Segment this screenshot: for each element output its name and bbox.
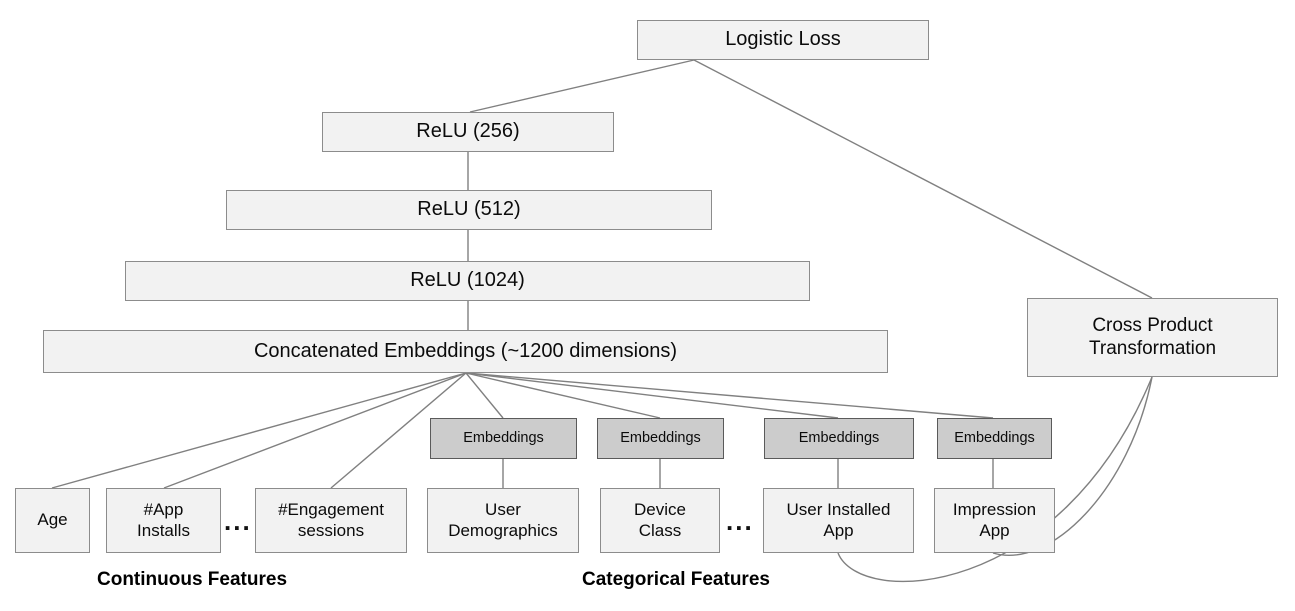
node-cross-product-line2: Transformation bbox=[1088, 337, 1217, 359]
edge-concat-to-age bbox=[51, 372, 467, 489]
node-feature-app-installs-line1: #App bbox=[143, 500, 184, 520]
node-relu-512[interactable]: ReLU (512) bbox=[226, 190, 712, 230]
node-relu-256[interactable]: ReLU (256) bbox=[322, 112, 614, 152]
node-feature-user-demographics[interactable]: User Demographics bbox=[427, 488, 579, 553]
node-feature-impression-app-line1: Impression bbox=[952, 500, 1037, 520]
node-relu-512-label: ReLU (512) bbox=[417, 198, 521, 221]
node-feature-user-demographics-line2: Demographics bbox=[448, 520, 558, 540]
node-embeddings-2[interactable]: Embeddings bbox=[597, 418, 724, 459]
node-embeddings-2-label: Embeddings bbox=[620, 429, 701, 446]
ellipsis-continuous: ... bbox=[224, 506, 252, 536]
node-embeddings-1-label: Embeddings bbox=[463, 429, 544, 446]
node-feature-engagement-sessions-line1: #Engagement bbox=[278, 500, 384, 520]
node-feature-app-installs-line2: Installs bbox=[137, 520, 190, 540]
node-feature-device-class-line2: Class bbox=[638, 520, 682, 540]
node-embeddings-3-label: Embeddings bbox=[798, 429, 880, 446]
node-embeddings-3[interactable]: Embeddings bbox=[764, 418, 914, 459]
node-feature-user-installed-app[interactable]: User Installed App bbox=[763, 488, 914, 553]
node-concatenated-embeddings-label: Concatenated Embeddings (~1200 dimension… bbox=[253, 339, 678, 362]
node-feature-device-class-line1: Device bbox=[634, 500, 686, 520]
node-feature-device-class[interactable]: Device Class bbox=[600, 488, 720, 553]
edge-loss-to-relu256 bbox=[469, 59, 695, 113]
node-feature-age-line1: Age bbox=[37, 510, 68, 530]
ellipsis-categorical: ... bbox=[726, 506, 754, 536]
node-feature-user-installed-app-line2: App bbox=[823, 520, 854, 540]
node-feature-engagement-sessions-line2: sessions bbox=[297, 520, 365, 540]
node-feature-engagement-sessions[interactable]: #Engagement sessions bbox=[255, 488, 407, 553]
edge-concat-to-app-installs bbox=[163, 372, 467, 489]
node-feature-impression-app[interactable]: Impression App bbox=[934, 488, 1055, 553]
edge-concat-to-embeddings-4 bbox=[465, 372, 994, 419]
node-concatenated-embeddings[interactable]: Concatenated Embeddings (~1200 dimension… bbox=[43, 330, 888, 373]
caption-continuous-features: Continuous Features bbox=[97, 569, 288, 590]
node-relu-1024-label: ReLU (1024) bbox=[410, 269, 525, 292]
node-logistic-loss[interactable]: Logistic Loss bbox=[637, 20, 929, 60]
node-feature-user-installed-app-line1: User Installed bbox=[786, 500, 891, 520]
node-relu-256-label: ReLU (256) bbox=[416, 120, 520, 143]
node-logistic-loss-label: Logistic Loss bbox=[725, 28, 841, 51]
node-embeddings-1[interactable]: Embeddings bbox=[430, 418, 577, 459]
edge-concat-to-embeddings-3 bbox=[465, 372, 839, 419]
node-feature-age[interactable]: Age bbox=[15, 488, 90, 553]
node-embeddings-4[interactable]: Embeddings bbox=[937, 418, 1052, 459]
node-feature-app-installs[interactable]: #App Installs bbox=[106, 488, 221, 553]
node-cross-product-transformation[interactable]: Cross Product Transformation bbox=[1027, 298, 1278, 377]
node-feature-impression-app-line2: App bbox=[979, 520, 1010, 540]
node-feature-user-demographics-line1: User bbox=[485, 500, 521, 520]
edge-concat-to-embeddings-2 bbox=[465, 372, 661, 419]
node-cross-product-line1: Cross Product bbox=[1092, 315, 1213, 337]
edge-concat-to-embeddings-1 bbox=[465, 372, 504, 419]
caption-categorical-features: Categorical Features bbox=[582, 569, 770, 590]
node-embeddings-4-label: Embeddings bbox=[954, 429, 1035, 446]
node-relu-1024[interactable]: ReLU (1024) bbox=[125, 261, 810, 301]
